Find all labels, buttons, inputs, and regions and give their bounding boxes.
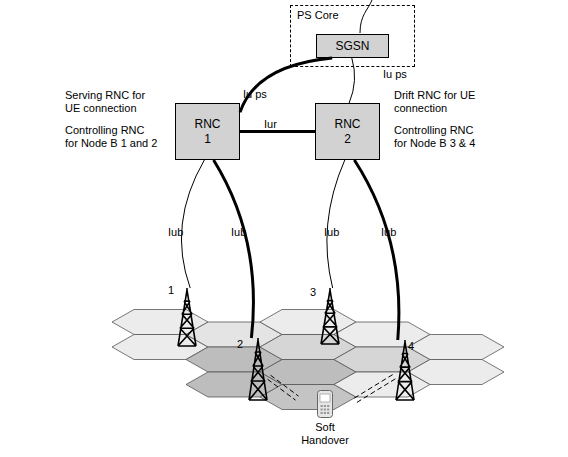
node-label: RNC 1 <box>193 117 223 147</box>
role-note: Controlling RNC for Node B 1 and 2 <box>65 124 159 150</box>
interface-line <box>214 160 254 338</box>
core-network-box: PS CoreSGSN <box>290 5 415 67</box>
interface-line-path <box>354 160 399 340</box>
interface-line <box>240 58 332 112</box>
tower-lattice <box>396 340 414 400</box>
cell-hex <box>408 360 504 385</box>
node-b-tower: 4 <box>394 340 416 400</box>
phone-key <box>324 409 326 411</box>
interface-line <box>354 160 399 340</box>
interface-line-path <box>349 58 354 103</box>
interface-label: Iu ps <box>243 88 267 101</box>
interface-line-path <box>240 130 315 133</box>
interface-label: Iur <box>264 118 277 131</box>
node-b-tower: 2 <box>247 338 269 400</box>
interface-label: Iub <box>381 226 396 239</box>
interface-label: Iub <box>231 226 246 239</box>
phone-key <box>321 405 323 407</box>
phone-screen <box>320 394 330 402</box>
radio-link-line <box>352 375 393 400</box>
node-label: RNC 2 <box>333 117 363 147</box>
phone-key <box>324 405 326 407</box>
role-note: Controlling RNC for Node B 3 & 4 <box>394 124 488 150</box>
callout-number: 4 <box>408 340 414 353</box>
phone-body <box>318 391 333 418</box>
radio-link <box>268 375 299 400</box>
tower-symbol <box>176 288 198 346</box>
role-note: Serving RNC for UE connection <box>65 89 159 115</box>
interface-line <box>327 160 345 288</box>
interface-line <box>240 131 315 132</box>
phone-key <box>321 412 323 414</box>
tower-lattice <box>321 288 339 344</box>
node-b-tower: 3 <box>319 288 341 344</box>
callout-number: 2 <box>237 338 243 351</box>
network-element-box: RNC 1 <box>175 103 240 160</box>
radio-link-line <box>268 379 296 400</box>
radio-link <box>352 375 396 404</box>
interface-line-path <box>181 160 204 288</box>
interface-line-path <box>214 160 254 338</box>
node-label: PS Core <box>297 9 339 22</box>
interface-label: Iub <box>168 226 183 239</box>
tower-symbol <box>319 288 341 344</box>
callout-number: 1 <box>168 284 174 297</box>
phone-key <box>327 409 329 411</box>
phone-key <box>327 412 329 414</box>
cell-hex <box>408 335 504 360</box>
role-note: Drift RNC for UE connection <box>394 89 488 115</box>
interface-line <box>181 160 204 288</box>
node-label: Soft Handover <box>297 421 353 447</box>
interface-line-path <box>240 58 332 112</box>
tower-lattice <box>178 288 196 346</box>
interface-label: Iu ps <box>383 68 407 81</box>
callout-number: 3 <box>310 286 316 299</box>
interface-line <box>349 58 354 103</box>
node-label: SGSN <box>323 39 383 54</box>
interface-label: Iub <box>324 226 339 239</box>
network-element-box: SGSN <box>316 34 389 58</box>
tower-symbol <box>247 338 269 400</box>
radio-link-line <box>354 379 395 404</box>
radio-link-line <box>270 375 298 396</box>
phone-key <box>327 405 329 407</box>
phone-key <box>321 409 323 411</box>
network-element-box: RNC 2 <box>315 103 380 160</box>
phone-key <box>324 412 326 414</box>
interface-line-path <box>327 160 345 288</box>
phone-symbol <box>317 390 333 418</box>
node-b-tower: 1 <box>176 288 198 346</box>
user-equipment: Soft Handover <box>297 388 353 450</box>
tower-lattice <box>249 338 267 400</box>
